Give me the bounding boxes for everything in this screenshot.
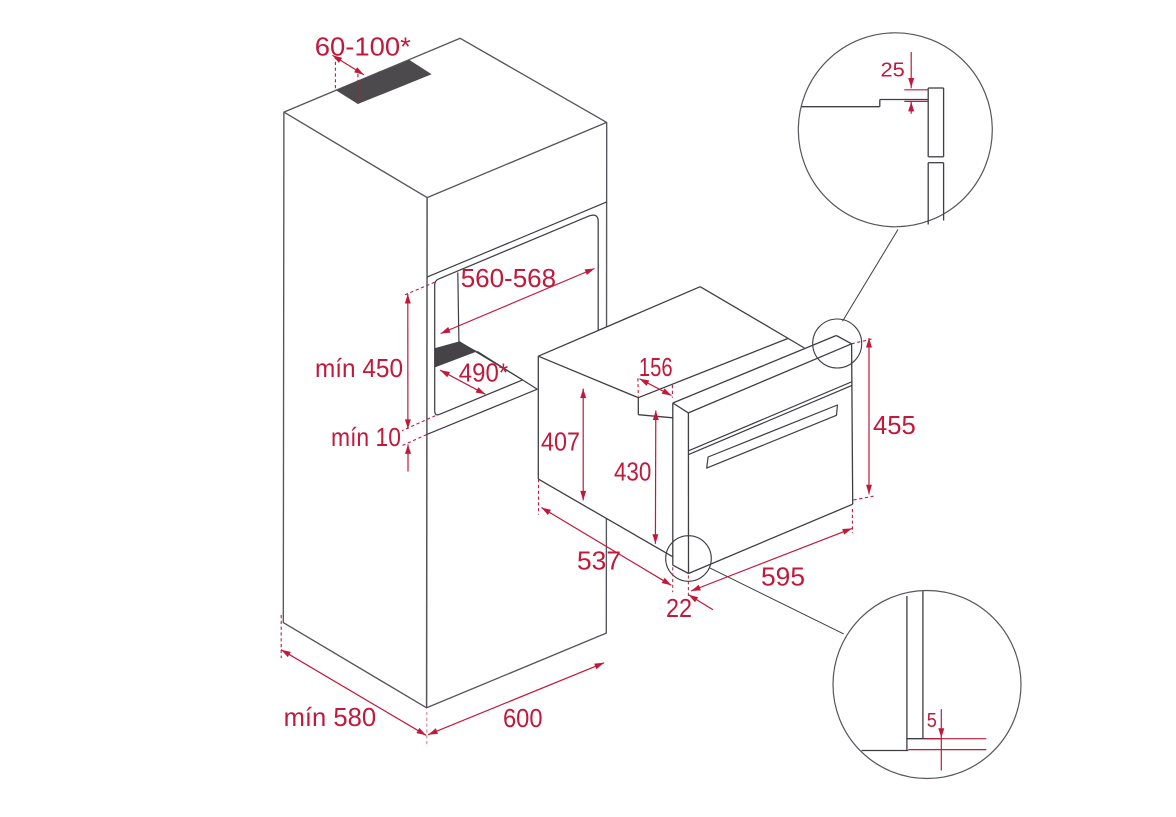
svg-text:mín 10: mín 10 — [331, 422, 401, 452]
svg-text:156: 156 — [639, 352, 673, 382]
svg-text:22: 22 — [666, 593, 692, 623]
svg-text:25: 25 — [881, 59, 905, 82]
svg-text:455: 455 — [873, 410, 916, 440]
svg-text:mín 580: mín 580 — [284, 702, 377, 732]
svg-text:537: 537 — [577, 546, 621, 576]
svg-text:490*: 490* — [459, 358, 508, 388]
svg-text:600: 600 — [503, 703, 543, 733]
svg-text:407: 407 — [541, 427, 580, 457]
svg-text:430: 430 — [614, 457, 651, 487]
svg-text:560-568: 560-568 — [461, 263, 556, 293]
svg-text:mín 450: mín 450 — [315, 353, 403, 383]
svg-text:595: 595 — [761, 562, 805, 592]
svg-text:60-100*: 60-100* — [315, 31, 411, 61]
svg-text:5: 5 — [927, 709, 937, 732]
